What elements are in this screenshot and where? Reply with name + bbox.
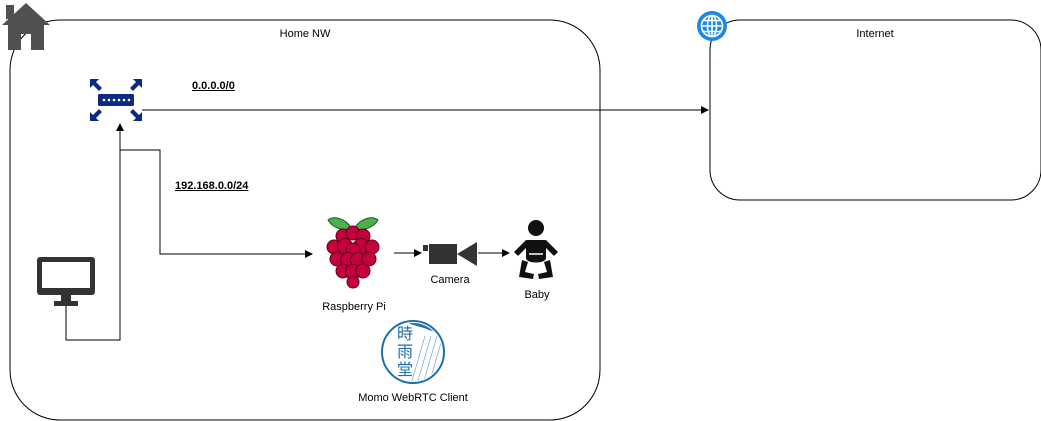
home-icon [2,3,50,50]
monitor-icon [37,257,95,306]
router-icon [90,79,142,121]
monitor-to-router-edge [65,123,124,341]
internet-container [709,19,1041,201]
camera-label: Camera [430,274,470,286]
logo-char-2: 雨 [397,342,414,361]
home-network-label: Home NW [279,28,331,40]
baby-icon [514,220,558,279]
default-route-label: 0.0.0.0/0 [192,80,235,92]
momo-client-label: Momo WebRTC Client [358,392,468,404]
router-to-raspberry-edge [120,149,313,258]
video-camera-icon [423,242,477,266]
raspberry-pi-label: Raspberry Pi [322,301,386,313]
raspberry-pi-icon [326,217,380,289]
baby-label: Baby [524,289,550,301]
logo-char-1: 時 [397,324,414,343]
globe-icon [697,11,727,41]
home-network-container [9,19,601,421]
subnet-label: 192.168.0.0/24 [175,180,249,192]
shiguredo-logo: 時 雨 堂 [381,320,445,384]
internet-label: Internet [856,28,894,40]
logo-char-3: 堂 [397,360,414,379]
